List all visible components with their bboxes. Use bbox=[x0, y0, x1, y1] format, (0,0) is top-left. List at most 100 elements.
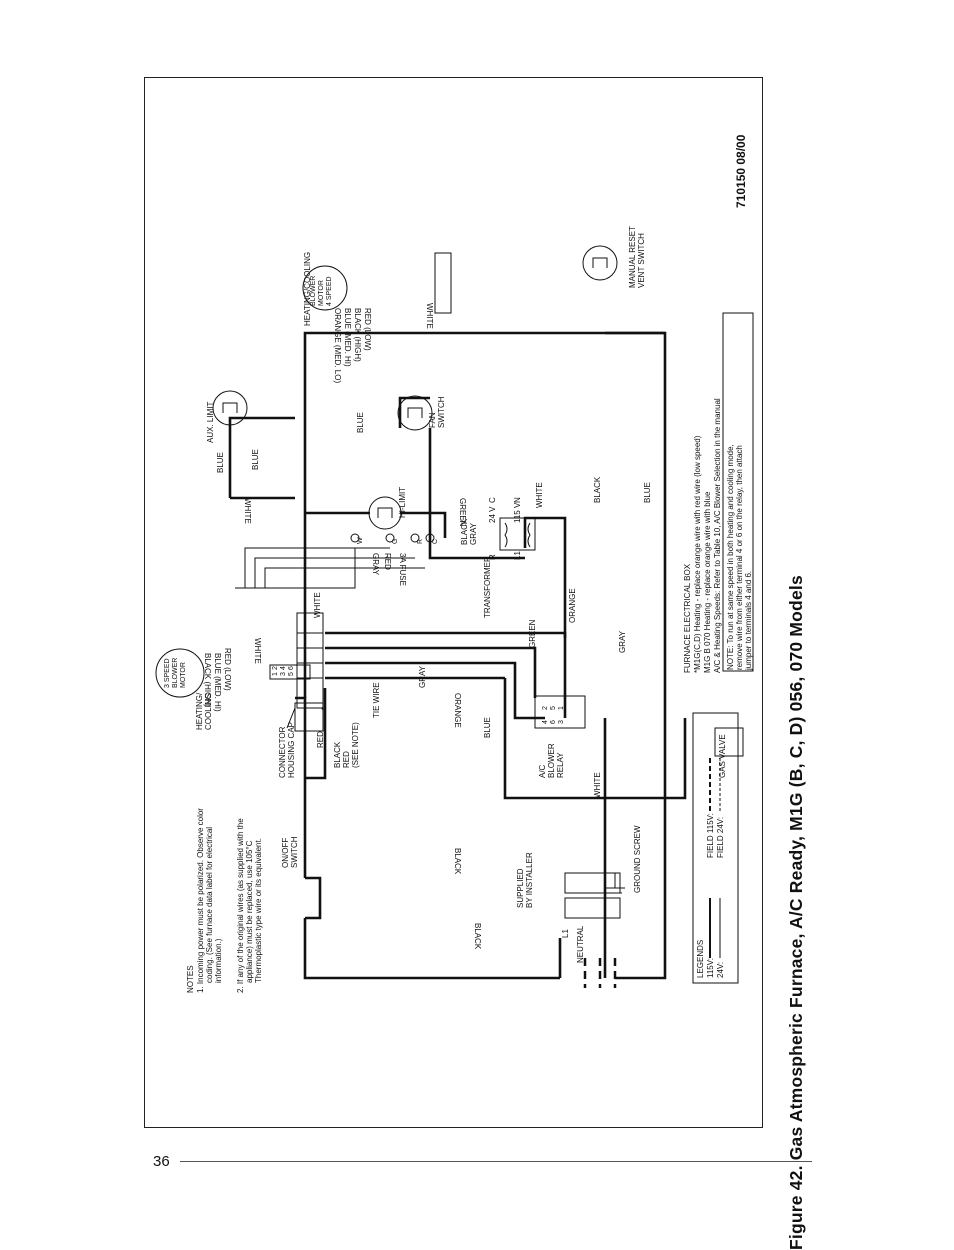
svg-text:SWITCH: SWITCH bbox=[290, 836, 299, 868]
svg-text:BLOWER: BLOWER bbox=[547, 743, 556, 778]
svg-text:BLUE: BLUE bbox=[251, 449, 260, 470]
svg-text:BLACK: BLACK bbox=[460, 518, 469, 545]
svg-text:C: C bbox=[488, 497, 497, 503]
transformer bbox=[499, 517, 536, 551]
supply-block bbox=[564, 872, 621, 919]
svg-text:TRANSFORMER: TRANSFORMER bbox=[483, 556, 492, 618]
diagram-frame: 3 SPEED BLOWER MOTOR 1 2 3 4 5 6 BLOWER … bbox=[144, 77, 763, 1128]
svg-text:RED: RED bbox=[383, 553, 392, 570]
svg-text:BLOWER: BLOWER bbox=[310, 276, 317, 306]
svg-text:*: * bbox=[320, 707, 329, 710]
footnote-block: FURNACE ELECTRICAL BOX *M1G(C,D) Heating… bbox=[683, 312, 754, 673]
wiring-diagram: 3 SPEED BLOWER MOTOR 1 2 3 4 5 6 BLOWER … bbox=[155, 134, 754, 993]
svg-text:BLUE: BLUE bbox=[356, 412, 365, 433]
main-wires bbox=[228, 331, 687, 980]
svg-text:TIE WIRE: TIE WIRE bbox=[372, 682, 381, 718]
notes-block: NOTES 1. Incoming power must be polarize… bbox=[186, 808, 263, 993]
svg-text:WHITE: WHITE bbox=[425, 303, 434, 329]
page-number: 36 bbox=[153, 1153, 170, 1170]
svg-text:NOTE: To run at same speed in: NOTE: To run at same speed in both heati… bbox=[726, 444, 735, 670]
onoff-switch bbox=[286, 702, 324, 732]
svg-text:RELAY: RELAY bbox=[556, 752, 565, 778]
svg-text:6: 6 bbox=[550, 720, 557, 724]
svg-text:LEGENDS: LEGENDS bbox=[696, 940, 705, 978]
svg-text:GRAY: GRAY bbox=[418, 665, 427, 688]
svg-text:24 V: 24 V bbox=[488, 506, 497, 523]
manual-reset-vent-switch bbox=[582, 245, 618, 281]
blower-motor-3speed: 3 SPEED BLOWER MOTOR bbox=[155, 648, 205, 698]
svg-text:WHITE: WHITE bbox=[535, 482, 544, 508]
svg-text:Thermoplastic type wire or its: Thermoplastic type wire or its equivalen… bbox=[254, 838, 263, 983]
svg-text:WHITE: WHITE bbox=[253, 638, 262, 664]
svg-text:BLUE: BLUE bbox=[643, 482, 652, 503]
svg-text:G: G bbox=[392, 539, 399, 544]
field-115v-wires bbox=[583, 958, 617, 988]
blower-3-label-3: MOTOR bbox=[180, 662, 187, 688]
svg-text:RED: RED bbox=[342, 751, 351, 768]
svg-text:C: C bbox=[432, 539, 439, 544]
svg-text:HEATING/: HEATING/ bbox=[195, 692, 204, 730]
svg-text:MANUAL RESET: MANUAL RESET bbox=[628, 226, 637, 288]
svg-text:CONNECTOR: CONNECTOR bbox=[278, 726, 287, 778]
svg-text:GREEN: GREEN bbox=[458, 498, 467, 527]
svg-text:L1: L1 bbox=[561, 929, 570, 938]
svg-text:GREEN: GREEN bbox=[528, 619, 537, 648]
svg-text:RED (LOW): RED (LOW) bbox=[223, 648, 232, 691]
legends-box: LEGENDS 115V: 24V: FIELD 115V: FIELD 24V… bbox=[692, 712, 739, 984]
svg-text:A/C & Heating Speeds: Refer to: A/C & Heating Speeds: Refer to Table 10,… bbox=[713, 398, 722, 673]
svg-text:coding. (See furnace data labe: coding. (See furnace data label for elec… bbox=[205, 827, 214, 983]
svg-text:4 SPEED: 4 SPEED bbox=[326, 276, 333, 306]
svg-text:BY INSTALLER: BY INSTALLER bbox=[525, 852, 534, 908]
svg-text:N: N bbox=[513, 497, 522, 503]
blower-3-label-2: BLOWER bbox=[172, 658, 179, 688]
svg-text:information.): information.) bbox=[214, 938, 223, 983]
svg-text:BLUE: BLUE bbox=[483, 717, 492, 738]
svg-text:MOTOR: MOTOR bbox=[318, 280, 325, 306]
svg-text:GRAY: GRAY bbox=[469, 522, 478, 545]
svg-text:BLUE: BLUE bbox=[216, 452, 225, 473]
svg-text:GRAY: GRAY bbox=[618, 630, 627, 653]
svg-text:RED (LOW): RED (LOW) bbox=[363, 308, 372, 351]
connector-housing bbox=[296, 612, 324, 709]
svg-text:ORANGE: ORANGE bbox=[568, 588, 577, 623]
svg-text:5: 5 bbox=[288, 672, 295, 676]
fan-switch bbox=[397, 395, 433, 431]
svg-text:(SEE NOTE): (SEE NOTE) bbox=[351, 722, 360, 768]
figure-title: Figure 42. Gas Atmospheric Furnace, A/C … bbox=[786, 575, 806, 1250]
aux-limit bbox=[212, 390, 248, 426]
svg-text:3: 3 bbox=[280, 672, 287, 676]
svg-text:1. Incoming power must be pola: 1. Incoming power must be polarized. Obs… bbox=[196, 808, 205, 993]
svg-text:BLACK: BLACK bbox=[333, 741, 342, 768]
svg-text:remove wire from either termin: remove wire from either terminal 4 or 6 … bbox=[735, 445, 744, 670]
svg-text:VENT SWITCH: VENT SWITCH bbox=[637, 233, 646, 288]
svg-text:R: R bbox=[417, 539, 424, 544]
svg-text:WHITE: WHITE bbox=[313, 592, 322, 618]
notes-heading: NOTES bbox=[186, 965, 195, 993]
svg-text:ON/OFF: ON/OFF bbox=[281, 838, 290, 868]
svg-text:HI-LIMIT: HI-LIMIT bbox=[398, 487, 407, 518]
svg-text:BLACK: BLACK bbox=[473, 923, 482, 950]
thermostat-terminals: W G R C bbox=[350, 533, 439, 544]
svg-text:115 V: 115 V bbox=[513, 502, 522, 523]
svg-text:L1: L1 bbox=[513, 551, 522, 560]
svg-text:appliance) must be replaced, u: appliance) must be replaced, use 105°C bbox=[245, 840, 254, 983]
svg-text:GAS VALVE: GAS VALVE bbox=[718, 734, 727, 778]
svg-text:R: R bbox=[488, 554, 497, 560]
svg-text:BLUE (MED. HI): BLUE (MED. HI) bbox=[213, 653, 222, 712]
svg-text:5: 5 bbox=[550, 706, 557, 710]
svg-text:ORANGE: ORANGE bbox=[453, 693, 462, 728]
svg-text:BLACK: BLACK bbox=[593, 476, 602, 503]
svg-text:SWITCH: SWITCH bbox=[437, 396, 446, 428]
svg-text:SUPPLIED: SUPPLIED bbox=[516, 868, 525, 908]
svg-text:*M1G(C,D) Heating - replace or: *M1G(C,D) Heating - replace orange wire … bbox=[693, 435, 702, 673]
svg-text:WHITE: WHITE bbox=[243, 498, 252, 524]
svg-text:NEUTRAL: NEUTRAL bbox=[576, 925, 585, 963]
svg-text:BLUE (MED. HI): BLUE (MED. HI) bbox=[343, 308, 352, 367]
svg-text:FIELD 24V:: FIELD 24V: bbox=[716, 817, 725, 858]
svg-text:ORANGE (MED. LO): ORANGE (MED. LO) bbox=[333, 308, 342, 383]
blower-motor-4speed: BLOWER MOTOR 4 SPEED bbox=[302, 252, 452, 314]
svg-text:BLACK (HIGH): BLACK (HIGH) bbox=[203, 653, 212, 707]
svg-text:GROUND SCREW: GROUND SCREW bbox=[633, 825, 642, 893]
connector-block-lower: 1 2 3 4 5 6 bbox=[269, 664, 311, 680]
svg-text:1: 1 bbox=[558, 706, 565, 710]
